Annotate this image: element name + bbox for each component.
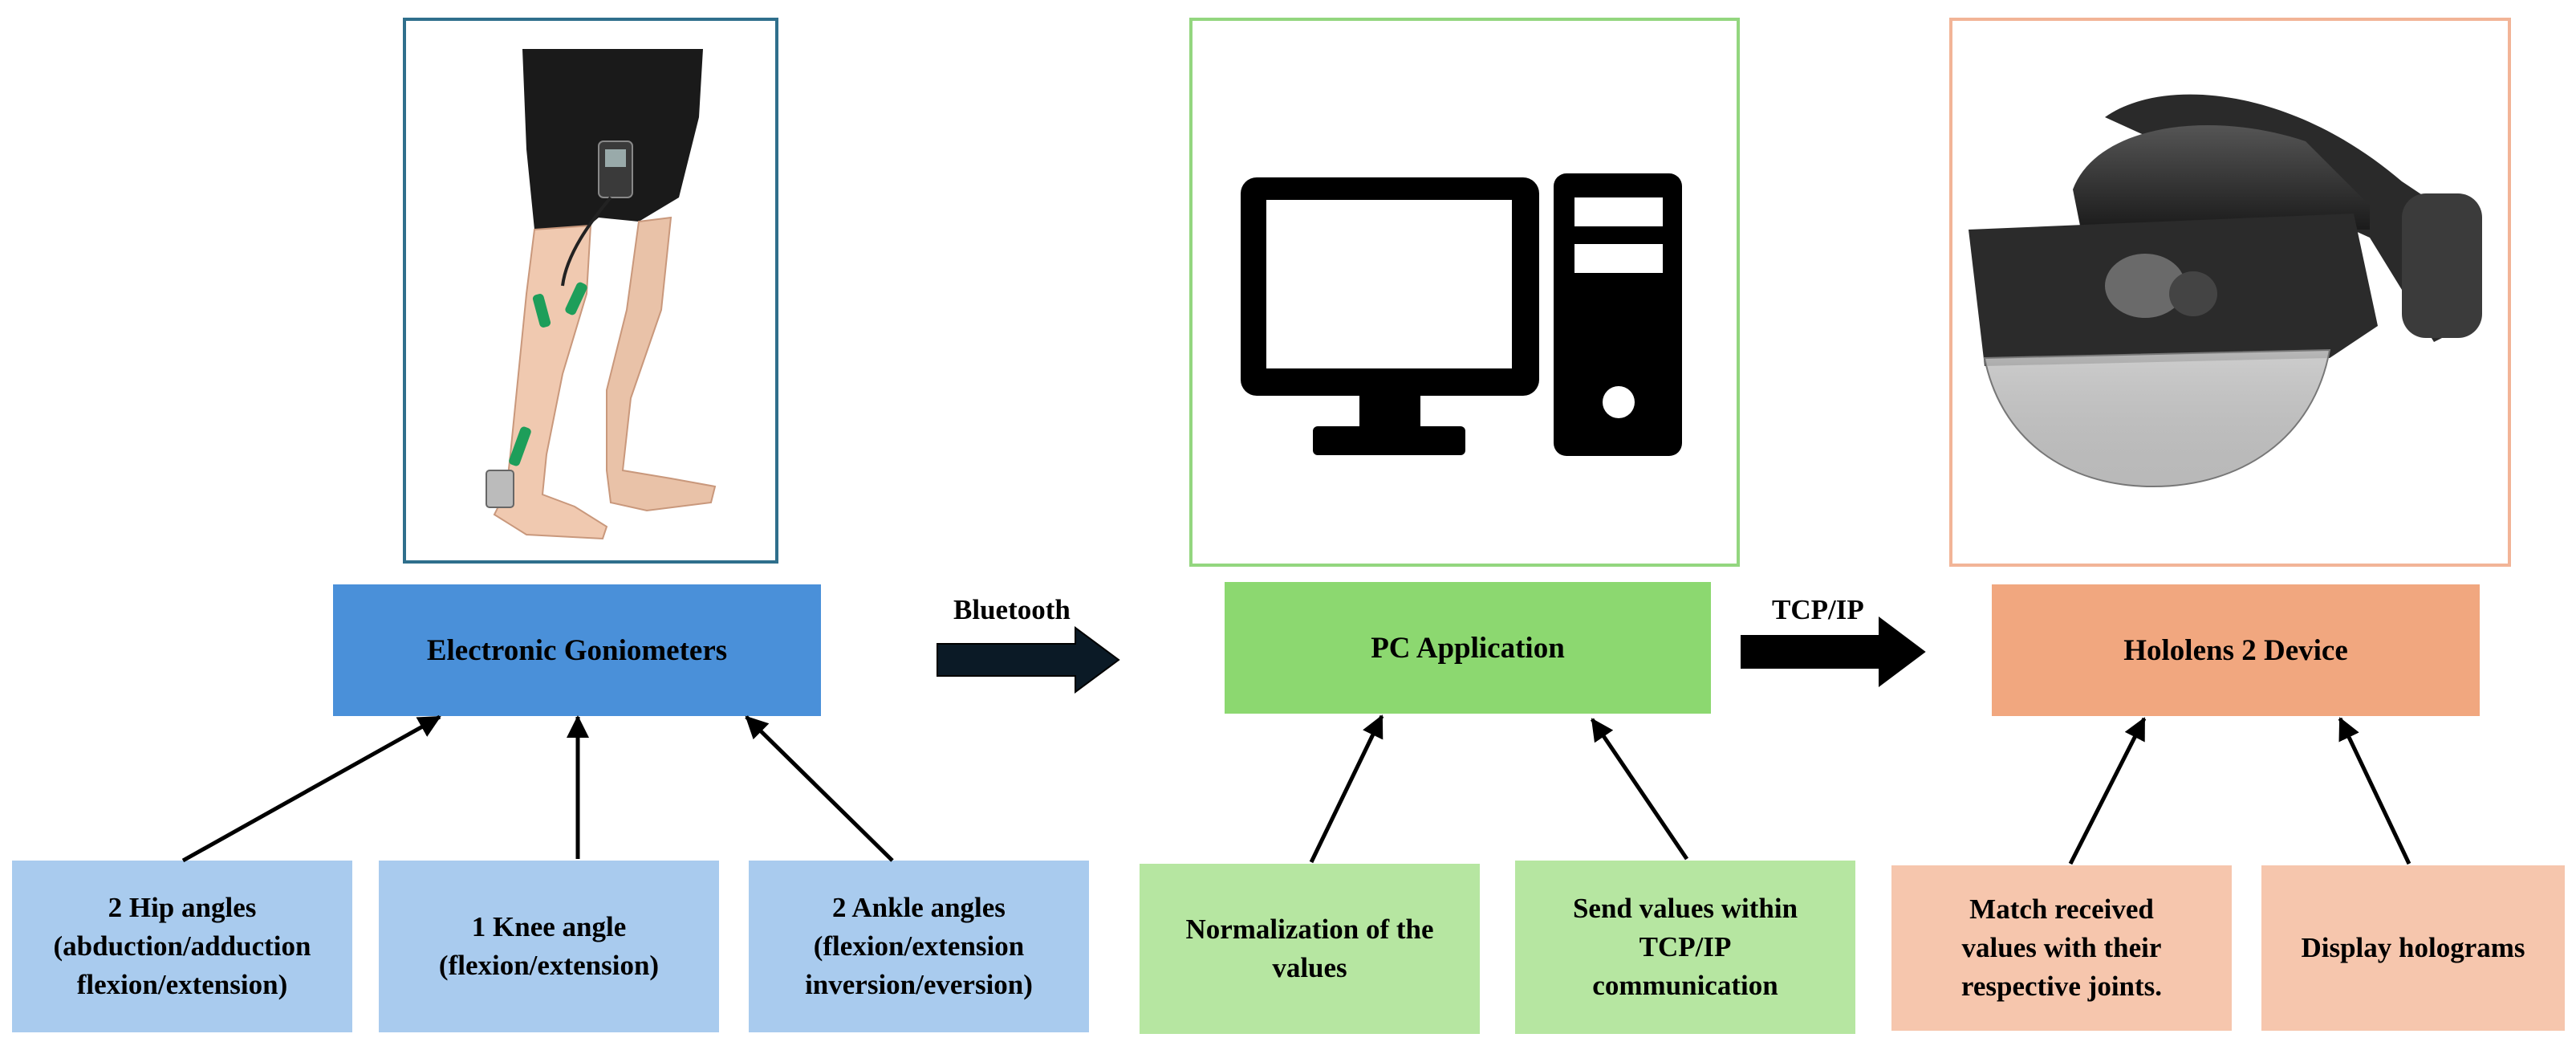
hololens-headset-photo <box>1969 94 2482 488</box>
match-values-box: Match received values with their respect… <box>1891 865 2232 1031</box>
knee-angle-text: 1 Knee angle (flexion/extension) <box>438 911 660 981</box>
knee-angle-box: 1 Knee angle (flexion/extension) <box>379 861 719 1032</box>
send-values-box: Send values within TCP/IP communication <box>1515 861 1855 1034</box>
pc-application-box: PC Application <box>1225 582 1711 714</box>
desktop-computer-icon <box>1241 173 1682 456</box>
electronic-goniometers-label: Electronic Goniometers <box>426 633 728 667</box>
display-to-hololens-arrow <box>2338 717 2411 865</box>
normalization-box: Normalization of the values <box>1140 864 1480 1034</box>
hip-angles-text: 2 Hip angles (abduction/adduction flexio… <box>53 892 311 1000</box>
match-values-text: Match received values with their respect… <box>1960 893 2163 1002</box>
normalization-to-pc-arrow <box>1309 714 1384 864</box>
bluetooth-arrow <box>937 626 1120 694</box>
goniometer-image-frame <box>403 18 778 564</box>
hololens-device-label: Hololens 2 Device <box>2123 633 2348 667</box>
leg-with-goniometers-photo <box>486 49 717 540</box>
send-values-text: Send values within TCP/IP communication <box>1572 893 1798 1001</box>
pc-application-label: PC Application <box>1371 631 1565 665</box>
tcpip-label: TCP/IP <box>1772 594 1864 625</box>
display-holograms-box: Display holograms <box>2261 865 2565 1031</box>
match-to-hololens-arrow <box>2068 717 2147 865</box>
hololens-device-box: Hololens 2 Device <box>1992 584 2480 716</box>
hololens-image-frame <box>1949 18 2511 567</box>
pc-image-frame <box>1189 18 1740 567</box>
tcpip-arrow <box>1741 617 1926 687</box>
ankle-angles-box: 2 Ankle angles (flexion/extension invers… <box>749 861 1089 1032</box>
send-to-pc-arrow <box>1590 718 1689 861</box>
normalization-text: Normalization of the values <box>1185 914 1434 983</box>
ankle-angles-text: 2 Ankle angles (flexion/extension invers… <box>805 892 1033 1000</box>
hip-angles-box: 2 Hip angles (abduction/adduction flexio… <box>12 861 352 1032</box>
bluetooth-label: Bluetooth <box>953 594 1071 625</box>
ankle-to-goniometers-arrow <box>745 715 894 862</box>
hip-to-goniometers-arrow <box>181 714 441 863</box>
electronic-goniometers-box: Electronic Goniometers <box>333 584 821 716</box>
display-holograms-text: Display holograms <box>2301 932 2525 963</box>
